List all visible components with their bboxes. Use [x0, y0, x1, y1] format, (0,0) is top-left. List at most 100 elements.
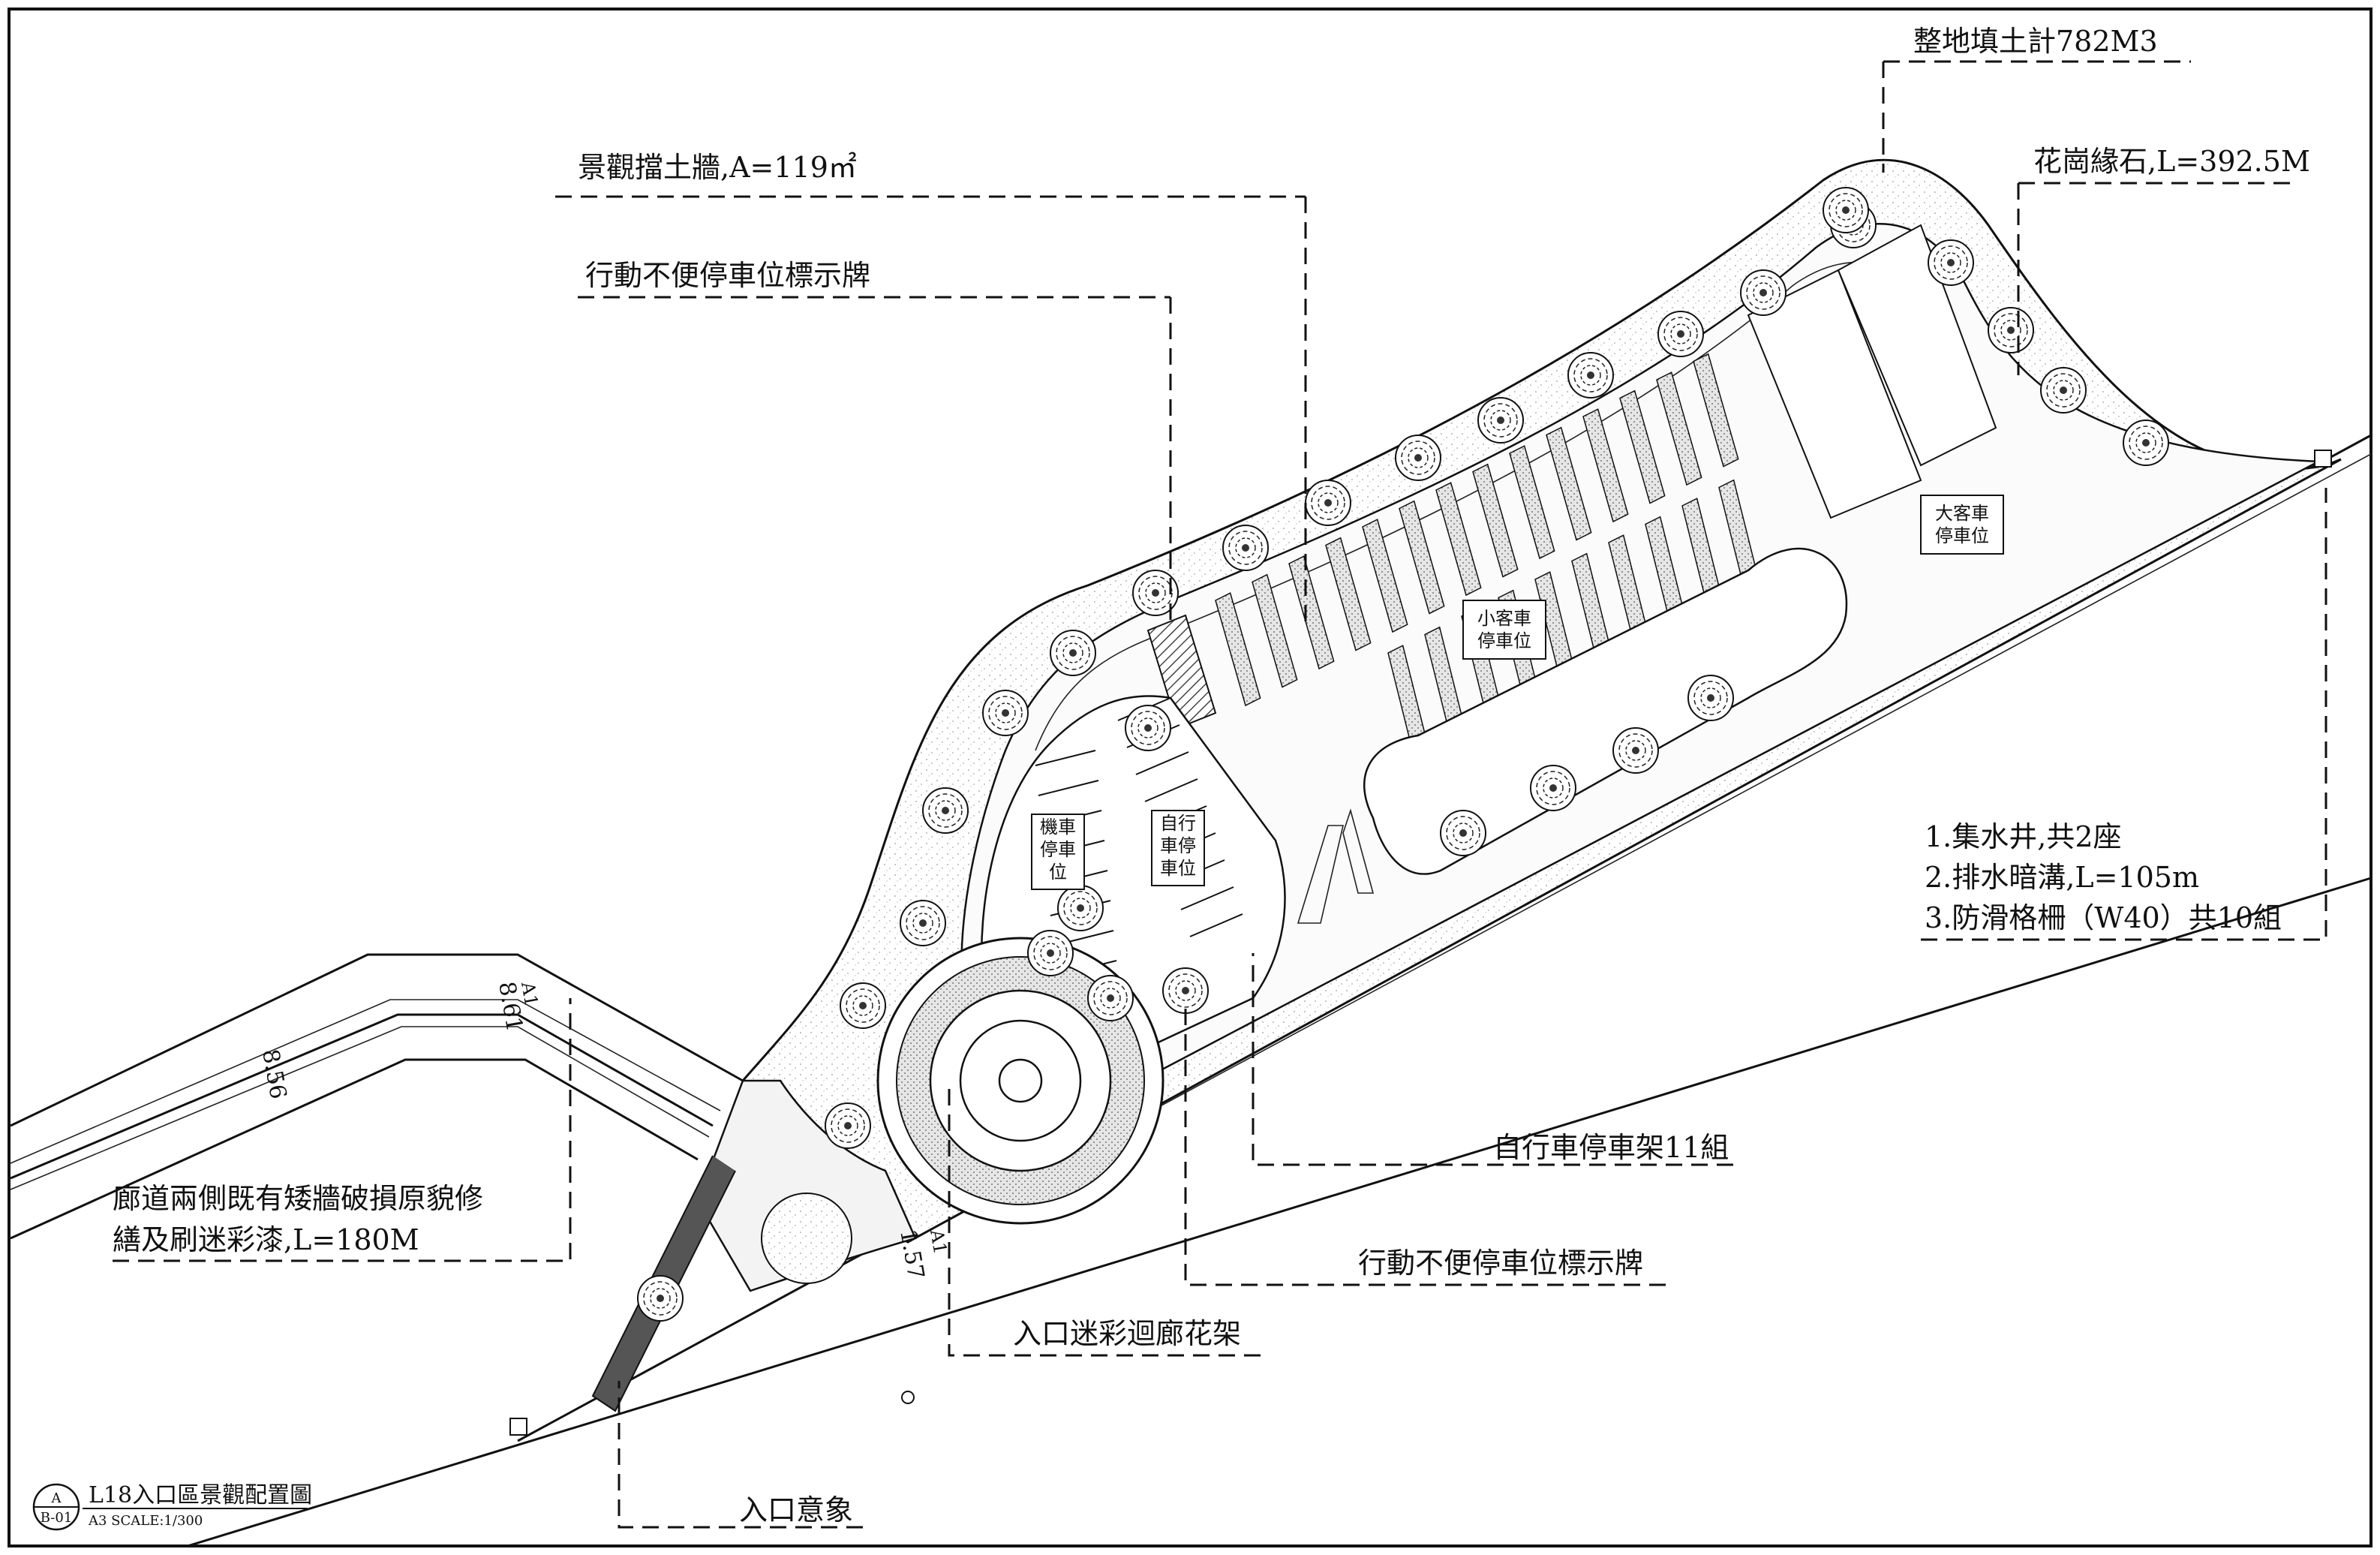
corridor — [10, 953, 744, 1240]
svg-text:2.排水暗溝,L=105m: 2.排水暗溝,L=105m — [1925, 861, 2199, 894]
sheet-border — [8, 8, 2372, 1547]
title-block: A B-01 L18入口區景觀配置圖 A3 SCALE:1/300 — [32, 1482, 312, 1531]
tree-symbol-icon — [1823, 187, 1869, 233]
callout-fill-earth: 整地填土計782M3 — [1882, 25, 2191, 173]
svg-text:自行: 自行 — [1160, 813, 1196, 834]
tree-symbol-icon — [1125, 705, 1171, 751]
drawing-scale: A3 SCALE:1/300 — [88, 1513, 203, 1529]
svg-text:1.集水井,共2座: 1.集水井,共2座 — [1925, 820, 2122, 853]
tree-symbol-icon — [1057, 885, 1104, 931]
car-stall — [1582, 408, 1629, 523]
drain-symbols — [509, 450, 2332, 1436]
tree-symbol-icon — [1440, 810, 1486, 856]
tree-symbol-icon — [982, 690, 1029, 736]
svg-text:入口意象: 入口意象 — [739, 1493, 853, 1526]
bike-stall-line — [1180, 886, 1234, 910]
svg-text:停車位: 停車位 — [1477, 630, 1531, 651]
svg-text:行動不便停車位標示牌: 行動不便停車位標示牌 — [1358, 1247, 1643, 1280]
tree-symbol-icon — [1657, 311, 1704, 357]
svg-text:入口迷彩迴廊花架: 入口迷彩迴廊花架 — [1013, 1317, 1241, 1350]
svg-text:8.56: 8.56 — [257, 1047, 291, 1101]
corridor-dimension: 8.56 — [257, 1047, 291, 1101]
callout-bike-rack: 自行車停車架11組 — [1252, 953, 1733, 1166]
callout-corridor-note: 廊道兩側既有矮牆破損原貌修 繕及刷迷彩漆,L=180M — [113, 998, 572, 1262]
section-a1-top: A1 8.61 — [493, 979, 542, 1033]
car-stall — [1435, 482, 1482, 597]
tree-symbol-icon — [1222, 525, 1269, 571]
moto-stall-line — [1035, 750, 1096, 766]
parking-island — [1363, 547, 1848, 875]
svg-text:行動不便停車位標示牌: 行動不便停車位標示牌 — [585, 259, 870, 292]
callout-retaining-wall: 景觀擋土牆,A=119㎡ — [555, 151, 1307, 623]
svg-text:機車: 機車 — [1040, 817, 1076, 838]
car-stall — [1509, 445, 1555, 560]
car-stall — [1288, 555, 1335, 670]
tree-symbol-icon — [637, 1275, 684, 1322]
car-stall — [1619, 390, 1666, 504]
tree-symbol-icon — [1928, 239, 1974, 286]
car-stall — [1546, 426, 1592, 541]
svg-text:廊道兩側既有矮牆破損原貌修: 廊道兩側既有矮牆破損原貌修 — [113, 1182, 483, 1215]
callout-accessible-sign-top: 行動不便停車位標示牌 — [578, 259, 1172, 623]
bike-stall-line — [1189, 913, 1243, 937]
callout-granite-curb: 花崗緣石,L=392.5M — [2017, 145, 2310, 375]
zone-label-bike: 自行 車停 車位 — [1151, 810, 1205, 886]
tree-symbol-icon — [922, 787, 969, 834]
tree-symbol-icon — [1305, 480, 1351, 526]
svg-text:繕及刷迷彩漆,L=180M: 繕及刷迷彩漆,L=180M — [113, 1223, 419, 1256]
callout-entrance-image: 入口意象 — [618, 1381, 863, 1529]
svg-text:小客車: 小客車 — [1477, 608, 1531, 629]
drain-notes: 1.集水井,共2座 2.排水暗溝,L=105m 3.防滑格柵（W40）共10組 — [1921, 488, 2327, 941]
svg-text:停車: 停車 — [1040, 839, 1076, 860]
svg-text:1.57: 1.57 — [894, 1227, 929, 1281]
svg-text:車停: 車停 — [1160, 835, 1196, 856]
svg-text:景觀擋土牆,A=119㎡: 景觀擋土牆,A=119㎡ — [578, 151, 857, 184]
tree-symbol-icon — [1740, 269, 1787, 316]
tree-symbol-icon — [1612, 727, 1659, 774]
tree-symbol-icon — [1087, 975, 1134, 1021]
moto-stall-line — [1038, 780, 1099, 796]
bike-stall-line — [1135, 751, 1189, 775]
svg-text:A1: A1 — [926, 1227, 951, 1256]
car-stall — [1693, 353, 1739, 468]
svg-text:車位: 車位 — [1160, 858, 1196, 879]
tree-symbol-icon — [1162, 967, 1209, 1014]
car-stall — [1252, 573, 1298, 688]
svg-text:花崗緣石,L=392.5M: 花崗緣石,L=392.5M — [2033, 145, 2310, 178]
tree-symbol-icon — [1477, 397, 1524, 444]
tree-symbol-icon — [1687, 675, 1734, 721]
accessible-bay — [1146, 614, 1217, 729]
tree-symbol-icon — [2123, 420, 2169, 466]
svg-text:大客車: 大客車 — [1935, 503, 1989, 524]
svg-text:3.防滑格柵（W40）共10組: 3.防滑格柵（W40）共10組 — [1925, 901, 2282, 934]
drawing-title: L18入口區景觀配置圖 — [89, 1482, 312, 1508]
bus-bays — [1747, 224, 1997, 519]
svg-text:停車位: 停車位 — [1935, 525, 1989, 546]
car-stall — [1399, 500, 1445, 615]
car-stall — [1325, 537, 1372, 651]
tree-symbol-icon — [1988, 307, 2034, 353]
callout-entrance-pergola: 入口迷彩迴廊花架 — [948, 1081, 1261, 1357]
bike-stall-line — [1144, 778, 1198, 802]
svg-text:A1: A1 — [517, 979, 542, 1008]
tree-symbol-icon — [1567, 352, 1614, 399]
callout-accessible-sign-bottom: 行動不便停車位標示牌 — [1184, 1006, 1666, 1286]
car-stall — [1472, 463, 1519, 578]
svg-text:位: 位 — [1049, 862, 1067, 883]
tree-symbol-icon — [900, 900, 946, 946]
tree-symbol-icon — [1530, 765, 1576, 811]
tree-symbol-icon — [1050, 630, 1096, 676]
svg-text:自行車停車架11組: 自行車停車架11組 — [1493, 1131, 1729, 1164]
title-ref-code: B-01 — [41, 1510, 73, 1526]
car-stall — [1362, 519, 1408, 633]
tree-symbol-icon — [840, 982, 886, 1029]
tree-symbol-icon — [1027, 930, 1074, 976]
zone-label-moto: 機車 停車 位 — [1031, 814, 1085, 890]
zone-label-bus: 大客車 停車位 — [1920, 495, 2004, 555]
entrance-fan — [591, 1079, 917, 1412]
car-stalls-upper — [1215, 353, 1739, 707]
tree-symbol-icon — [825, 1102, 871, 1149]
zone-label-car: 小客車 停車位 — [1462, 600, 1546, 660]
svg-text:整地填土計782M3: 整地填土計782M3 — [1913, 25, 2158, 58]
